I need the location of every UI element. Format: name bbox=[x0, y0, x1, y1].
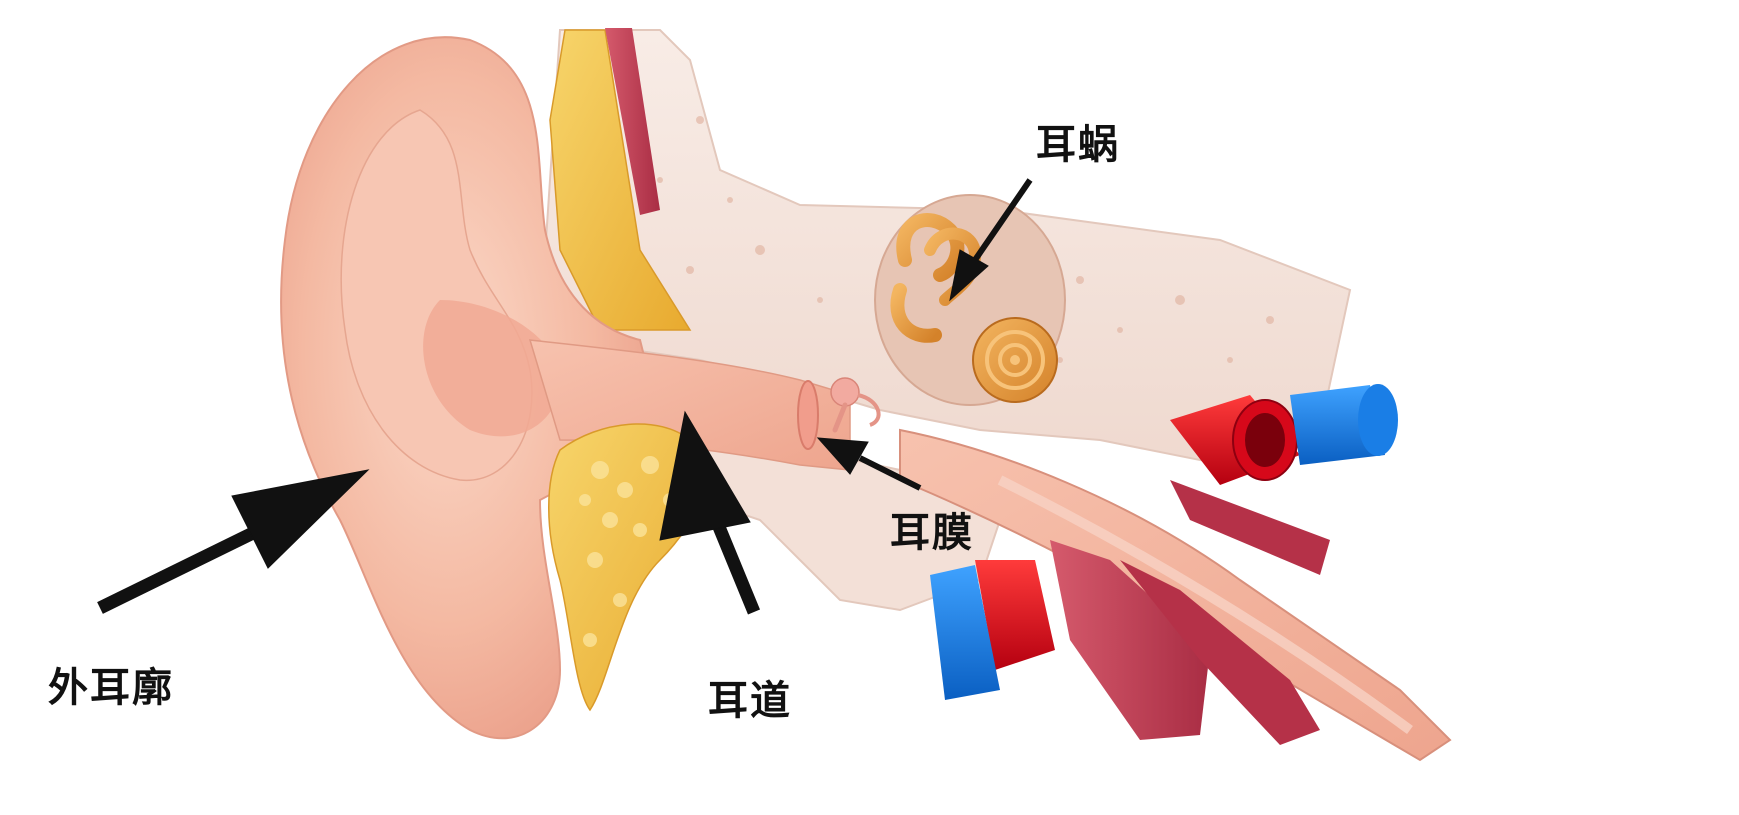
eardrum bbox=[797, 377, 881, 450]
concha bbox=[423, 300, 560, 437]
pointer-arrows bbox=[97, 178, 1033, 615]
upper-right-muscle bbox=[1170, 480, 1330, 575]
lower-muscle-1 bbox=[1050, 540, 1210, 740]
blood-vessels bbox=[930, 384, 1398, 700]
label-auricle: 外耳廓 bbox=[48, 664, 174, 711]
cochlea-arrow bbox=[972, 178, 1033, 262]
cochlea-arrow-head bbox=[949, 249, 989, 302]
auricle-arrow-head bbox=[231, 469, 370, 569]
eardrum-arrow-head bbox=[816, 437, 869, 475]
upper-muscle bbox=[605, 28, 660, 215]
eustachian-tube-wall bbox=[997, 475, 1413, 735]
upper-cartilage-fat bbox=[549, 29, 692, 331]
fat-texture bbox=[579, 456, 677, 647]
cochlea bbox=[890, 213, 1058, 403]
label-eardrum: 耳膜 bbox=[890, 509, 974, 556]
lower-muscle-2 bbox=[1120, 560, 1320, 745]
bone-texture bbox=[657, 116, 1274, 363]
label-cochlea: 耳蜗 bbox=[1036, 121, 1120, 168]
label-ear-canal: 耳道 bbox=[708, 677, 792, 724]
eardrum-arrow bbox=[858, 455, 922, 491]
canal-arrow-head bbox=[659, 410, 751, 541]
